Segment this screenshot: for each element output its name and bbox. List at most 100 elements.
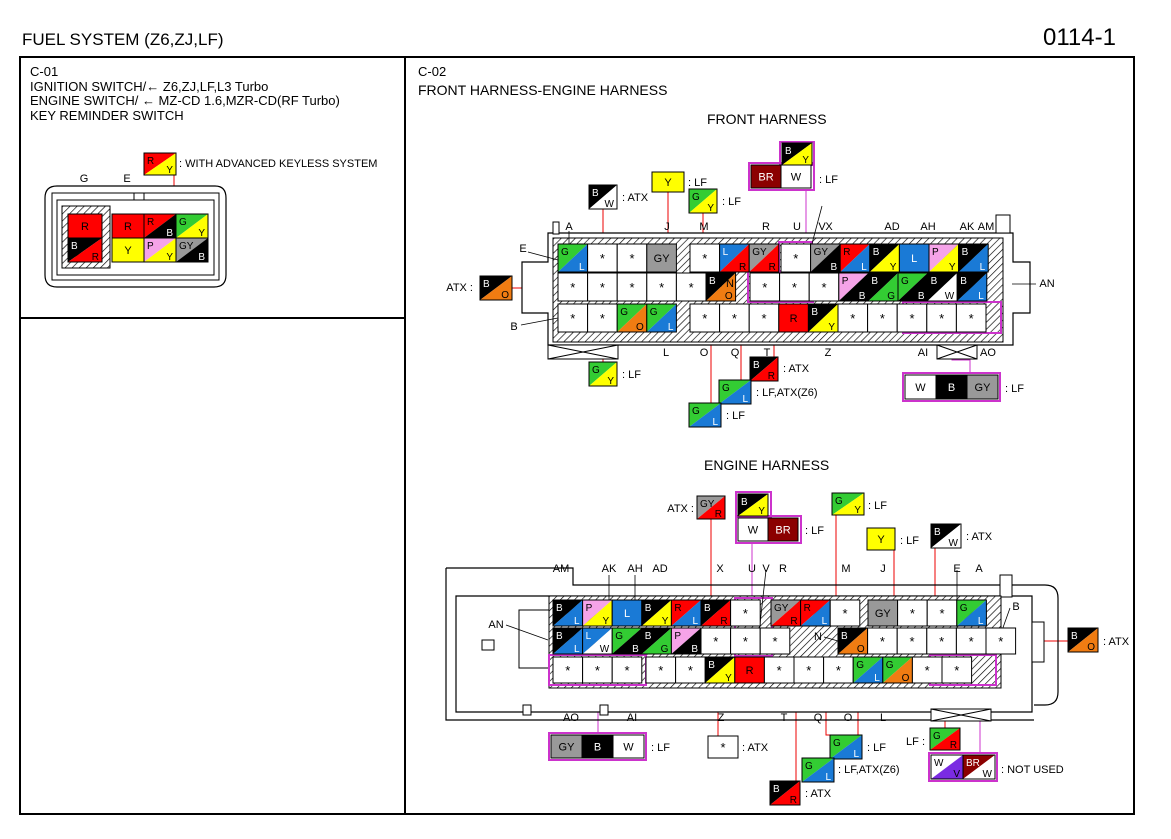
front-callout-box: BO [479,275,513,301]
engine-latch [518,609,550,669]
front-pin: GL [646,303,677,333]
front-pin: BY [807,303,839,333]
front-pin: BY [869,243,900,273]
front-pin-label-bottom: Z [825,347,832,359]
front-pin: * [616,243,648,273]
engine-callout-text: : LF [805,525,824,537]
pin-base-code: G [886,660,894,671]
pin-base-code: B [708,660,715,671]
pin-stripe-code: W [983,769,993,780]
engine-pin-label-bottom: L [880,712,886,724]
engine-pin: BY [704,656,736,684]
front-tab [995,214,1011,234]
pin-stripe-code: L [825,772,831,783]
engine-option-box: BRW [962,754,996,780]
pin-cell-stripe [931,524,961,548]
pin-cell-border [688,402,722,428]
engine-pin: PY [582,599,613,627]
pin-stripe-code: R [790,795,797,806]
option-highlight [902,372,1001,402]
engine-pin-label-bottom: O [844,712,853,724]
engine-pin-label-bottom: Q [814,712,823,724]
pin-cell-bg [778,303,809,333]
pin-cell-bg [867,303,898,333]
engine-pin: * [955,627,987,655]
engine-pin: * [829,599,861,627]
pin-color-code: B [948,382,955,394]
pin-cell-bg [689,303,721,333]
c01-pin: R [111,213,145,239]
pin-color-code: GY [875,608,892,620]
unused-pin-mark: * [939,634,944,649]
pin-cell-stripe [771,600,801,626]
pin-stripe-code: L [692,616,698,627]
pin-cell-stripe [782,143,812,165]
pin-stripe-code: Y [890,262,897,273]
pin-base-code: G [833,738,841,749]
engine-option-box: BR [767,517,799,542]
front-pin: * [955,303,987,333]
pin-cell-border [769,780,801,806]
front-option-box: BR [750,164,782,189]
front-pin-label-side: E [519,243,526,255]
pin-cell-bg [898,243,930,273]
pin-base-code: B [753,360,760,371]
front-pin: * [719,303,750,333]
engine-option-box: GY [550,734,583,759]
pin-cell-border [705,272,737,302]
pin-base-code: B [811,307,818,318]
engine-foot [599,704,609,716]
engine-pin: * [730,627,761,655]
engine-pin-label-top: R [779,563,787,575]
front-pin: * [616,272,648,302]
pin-cell-stripe [589,185,617,209]
unused-pin-mark: * [595,663,600,678]
engine-callout-text: : ATX [805,788,832,800]
engine-pin: BG [641,627,672,655]
pin-stripe-code: Y [707,203,714,214]
pin-stripe-code: Y [166,165,173,176]
pin-cell-stripe [612,628,642,654]
front-option-box: W [780,164,812,189]
pin-cell-stripe [957,273,987,301]
engine-pin: BL [552,599,584,627]
front-pin-label-bottom: AI [918,347,928,359]
pin-cell-bg [763,656,795,684]
pin-base-code: B [841,631,848,642]
pin-cell-bg [896,627,928,655]
pin-cell-bg [767,517,799,542]
unused-pin-mark: * [689,280,694,295]
pin-cell-border [801,757,835,783]
front-key-cross [936,344,978,360]
pin-cell-bg [730,599,761,627]
pin-base-code: B [556,603,563,614]
pin-stripe-code: B [198,252,205,263]
pin-cell-bg [904,374,937,400]
pin-cell-stripe [956,600,987,626]
pin-base-code: B [556,631,563,642]
engine-option-box: W [612,734,645,759]
pin-cell-bg [611,656,643,684]
pin-stripe-code: B [918,291,925,302]
pin-cell-bg [941,656,973,684]
unused-pin-mark: * [600,280,605,295]
engine-pin-label-top: A [975,563,983,575]
engine-pin: * [763,656,795,684]
pin-cell-stripe [882,657,913,683]
pin-stripe-code: Y [607,376,614,387]
pin-cell-base [927,273,958,301]
front-pin-label-top: AK [960,221,975,233]
pin-base-code: B [1071,631,1078,642]
engine-callout-text: : LF,ATX(Z6) [838,764,900,776]
unused-pin-mark: * [880,311,885,326]
unused-pin-mark: * [658,663,663,678]
pin-stripe-code: O [725,291,733,302]
engine-pin: * [911,656,943,684]
front-pin-label-top: V [818,221,826,233]
unused-pin-mark: * [777,663,782,678]
pin-cell-stripe [719,244,750,272]
front-pin-label-side: B [510,321,517,333]
front-pin: GO [616,303,648,333]
pin-base-code: GY [752,247,767,258]
pin-stripe-code: L [822,616,828,627]
